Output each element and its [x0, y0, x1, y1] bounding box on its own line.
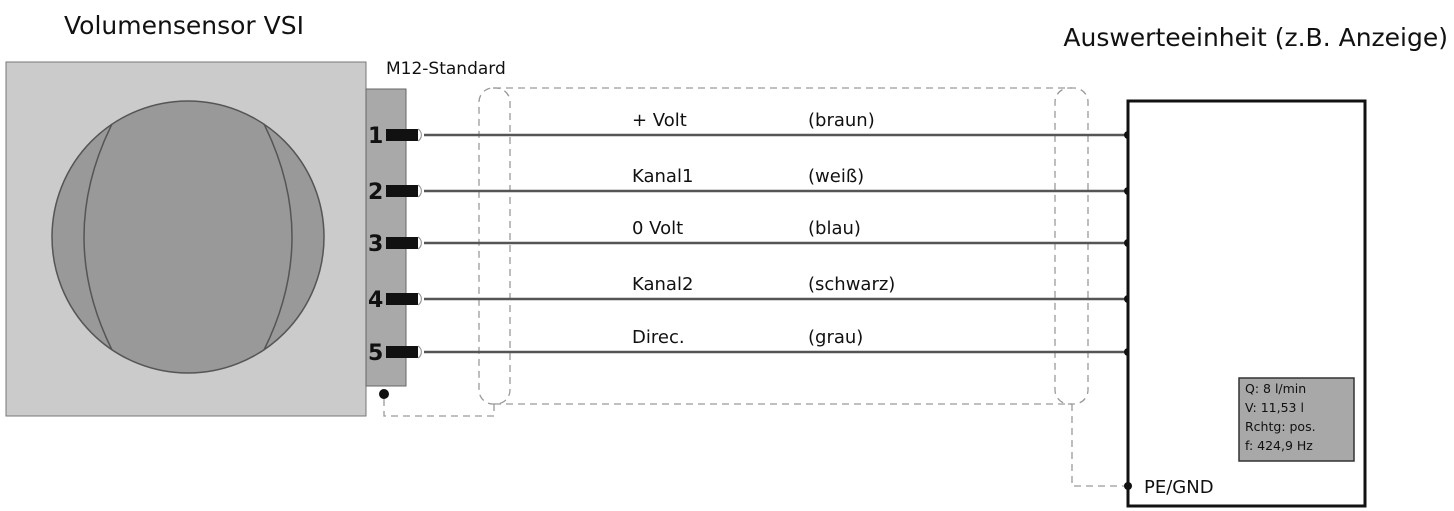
pin-4-crimp — [417, 292, 422, 306]
pin-1-crimp — [417, 128, 422, 142]
ground-terminal-label: PE/GND — [1144, 477, 1214, 498]
wire-3-signal: 0 Volt — [632, 218, 683, 239]
pin-2-number: 2 — [368, 180, 383, 205]
pin-1-contact — [386, 129, 418, 141]
display-line-4: f: 424,9 Hz — [1245, 438, 1313, 453]
pin-3-number: 3 — [368, 232, 383, 257]
sensor-title: Volumensensor VSI — [64, 11, 304, 40]
connector-label: M12-Standard — [386, 59, 506, 79]
display-panel — [1238, 377, 1355, 462]
wire-3-color: (blau) — [808, 218, 861, 239]
ground-terminal-dot — [1124, 482, 1132, 490]
pin-5-crimp — [417, 345, 422, 359]
wire-5-signal: Direc. — [632, 327, 685, 348]
display-line-3: Rchtg: pos. — [1245, 419, 1316, 434]
pin-2-crimp — [417, 184, 422, 198]
pin-5-contact — [386, 346, 418, 358]
display-line-2: V: 11,53 l — [1245, 400, 1304, 415]
display-line-1: Q: 8 l/min — [1245, 381, 1306, 396]
wire-4-color: (schwarz) — [808, 274, 895, 295]
connector-ground-dot — [379, 389, 389, 399]
wire-1-signal: + Volt — [632, 110, 687, 131]
pin-4-number: 4 — [368, 288, 383, 313]
pin-3-contact — [386, 237, 418, 249]
pin-2-contact — [386, 185, 418, 197]
wire-2-signal: Kanal1 — [632, 166, 693, 187]
cable-shield — [383, 87, 1128, 487]
unit-title: Auswerteeinheit (z.B. Anzeige) — [1063, 23, 1448, 52]
pin-1-number: 1 — [368, 124, 383, 149]
display: Q: 8 l/min V: 11,53 l Rchtg: pos. f: 424… — [1238, 377, 1355, 462]
wire-4-signal: Kanal2 — [632, 274, 693, 295]
pin-4-contact — [386, 293, 418, 305]
wire-1-color: (braun) — [808, 110, 875, 131]
wire-2-color: (weiß) — [808, 166, 864, 187]
sensor-rotor — [51, 100, 325, 374]
wires: 1+ Volt(braun)+12-28V DC2Kanal1(weiß)Sig… — [368, 110, 1256, 379]
pin-5-number: 5 — [368, 341, 383, 366]
pin-3-crimp — [417, 236, 422, 250]
wire-5-color: (grau) — [808, 327, 863, 348]
